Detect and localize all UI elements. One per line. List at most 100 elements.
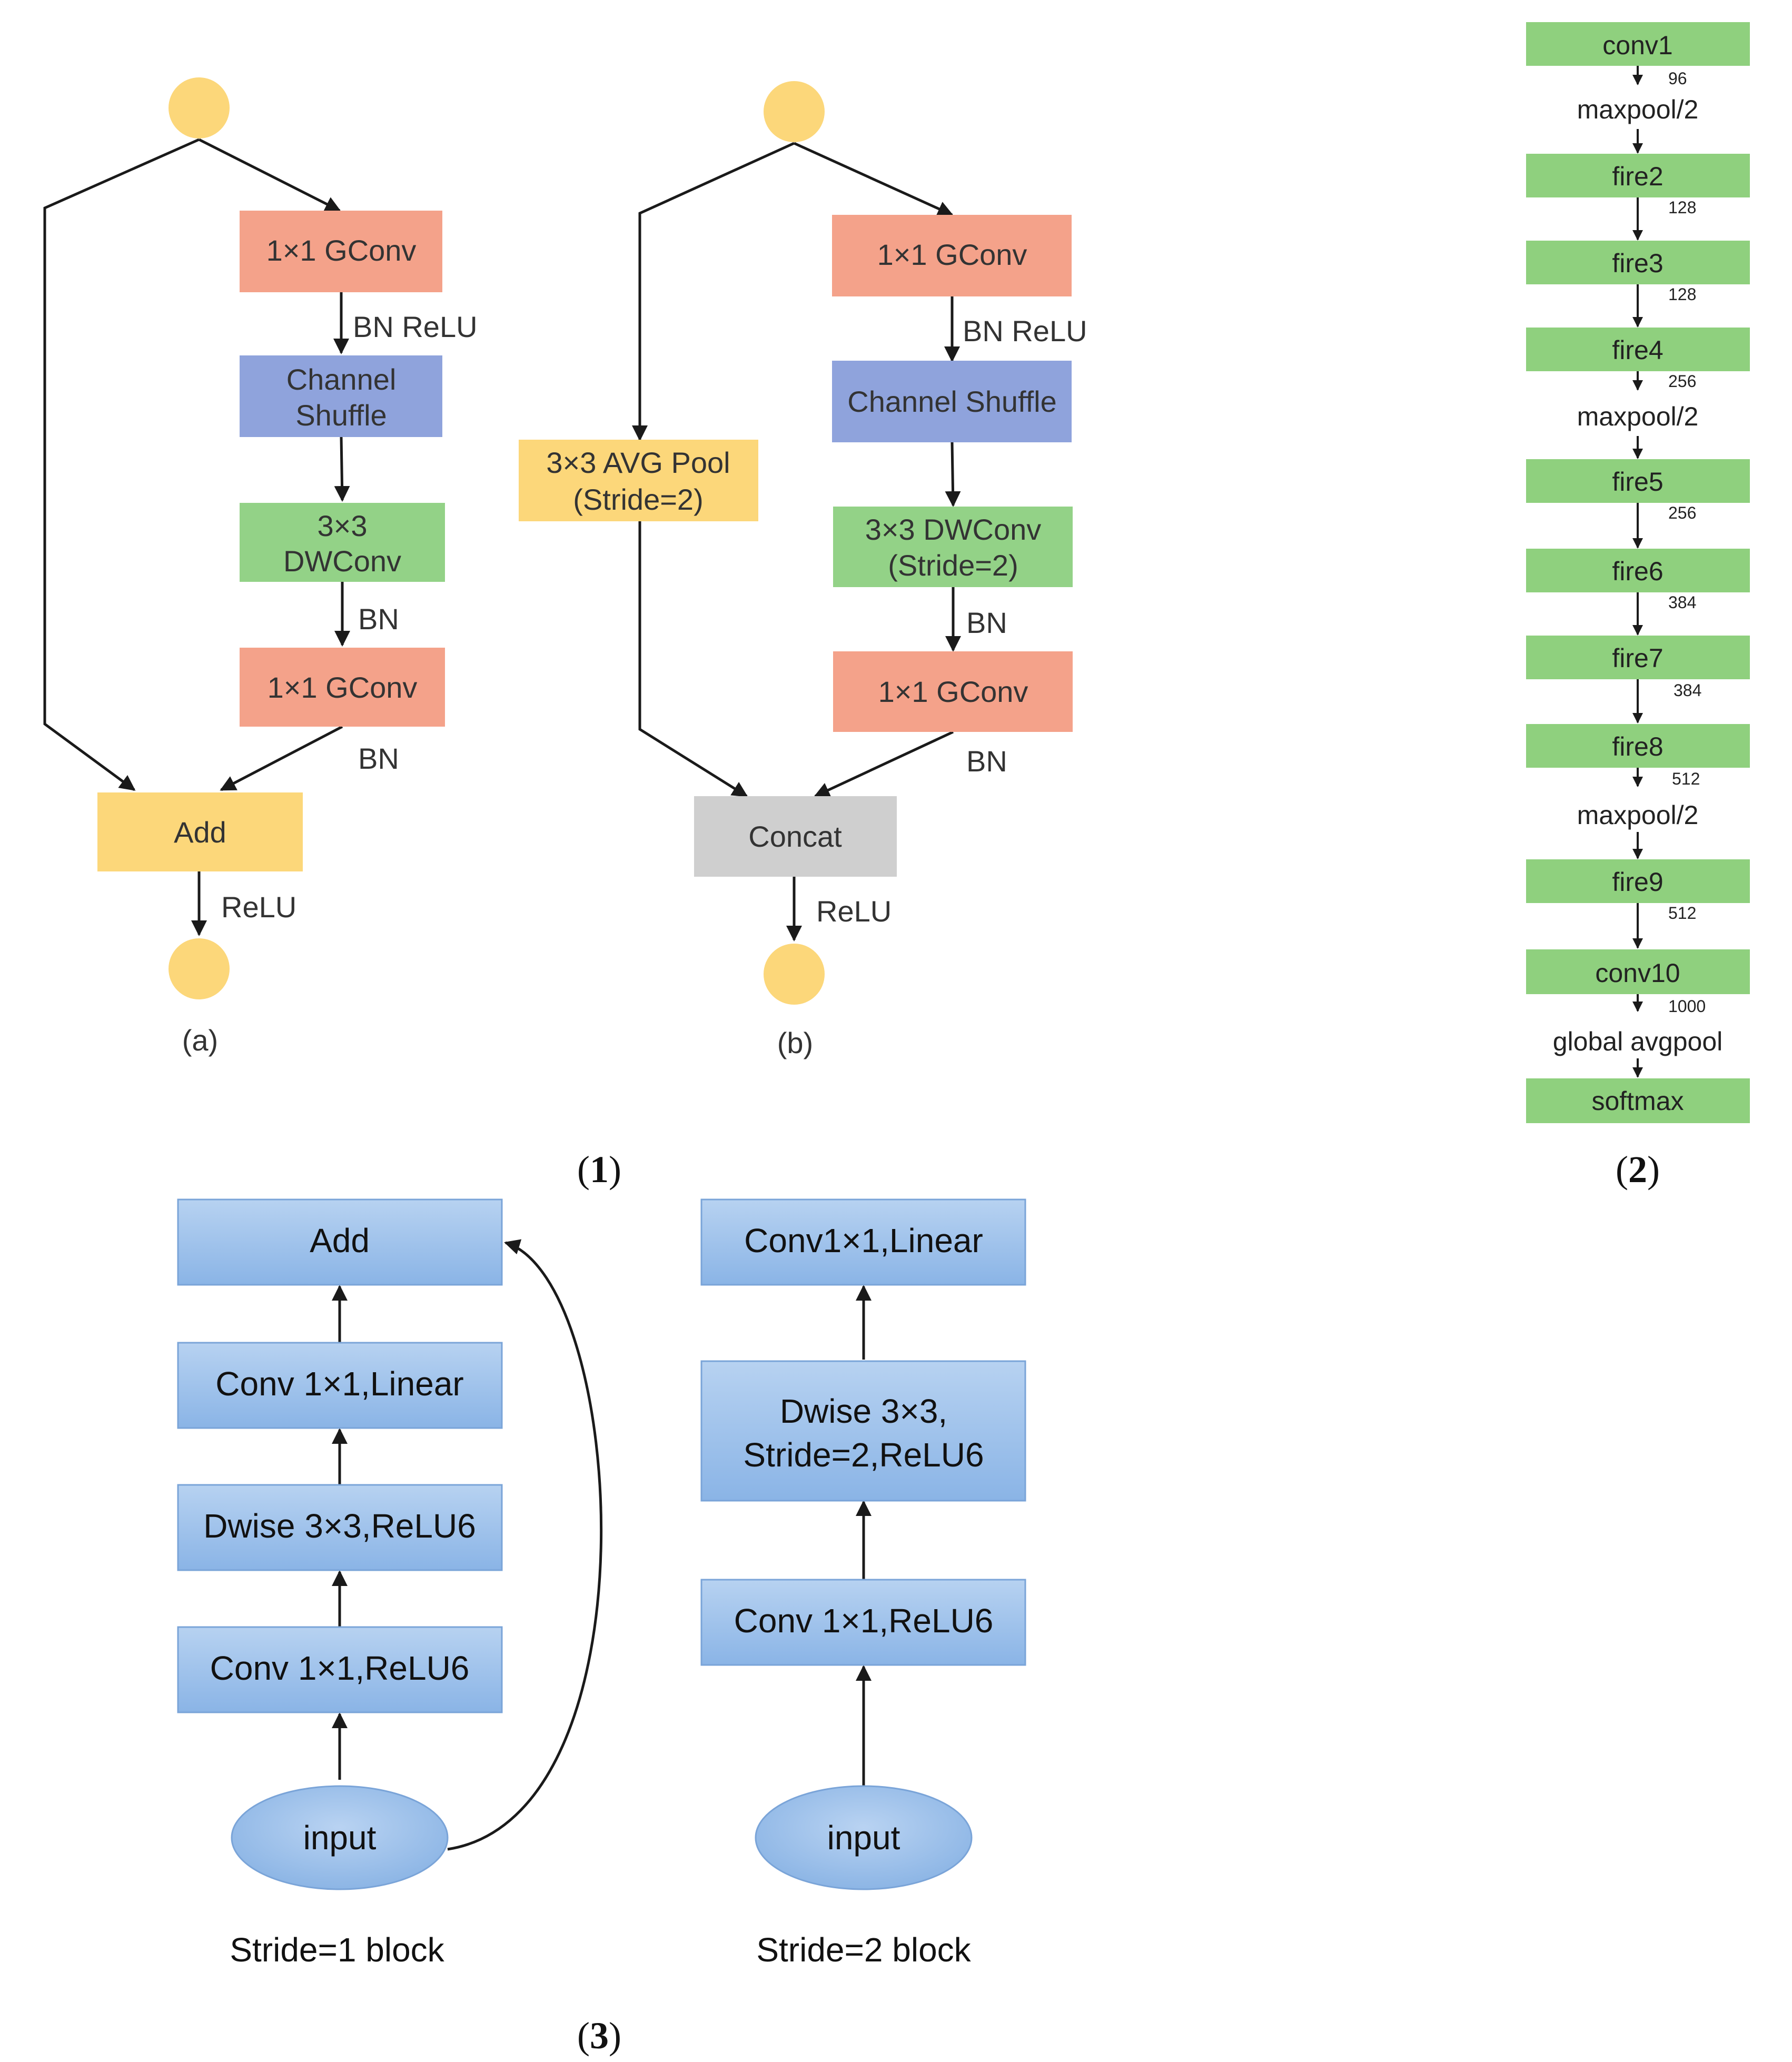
s1-input-text: input	[303, 1819, 377, 1857]
sq-fire6-text: fire6	[1612, 557, 1663, 586]
mobilenet-stride1-block: Add Conv 1×1,Linear Dwise 3×3,ReLU6 Conv…	[177, 1198, 603, 1969]
sq-c256a: 256	[1668, 372, 1696, 391]
shuffle-text-a-2: Shuffle	[295, 399, 387, 432]
s2-dwise-text-1: Dwise 3×3,	[780, 1392, 947, 1430]
sq-fire7-text: fire7	[1612, 643, 1663, 673]
bn-mid-label-b: BN	[966, 606, 1007, 639]
concat-box-b	[694, 796, 897, 877]
dwconv-box-b	[833, 507, 1073, 587]
edge-b-pool-concat	[638, 521, 748, 798]
s2-input-text: input	[827, 1819, 900, 1857]
panel-label-1: (1)	[577, 1148, 621, 1191]
sq-c512a: 512	[1672, 769, 1700, 788]
sq-fire7-box	[1526, 636, 1750, 679]
edge-b-to-pool	[632, 142, 795, 441]
sq-softmax-box	[1526, 1078, 1750, 1123]
add-text-a: Add	[174, 816, 226, 849]
edge-b-gconv-concat	[814, 730, 954, 798]
gconv-top-box-b	[832, 215, 1072, 296]
sq-c384a: 384	[1668, 593, 1696, 612]
sq-c128a: 128	[1668, 198, 1696, 217]
sq-fire9-box	[1526, 859, 1750, 903]
sq-fire6-box	[1526, 549, 1750, 592]
bn-bottom-label-a: BN	[358, 742, 399, 775]
s1-add-text: Add	[310, 1222, 370, 1260]
s1-add-box	[177, 1198, 503, 1286]
bn-mid-label-a: BN	[358, 602, 399, 636]
caption-b: (b)	[777, 1026, 813, 1059]
sq-c256b: 256	[1668, 503, 1696, 522]
gconv-bottom-text-a: 1×1 GConv	[268, 671, 418, 704]
s1-conv-relu6-box	[177, 1626, 503, 1713]
sq-fire3-text: fire3	[1612, 249, 1663, 278]
dwconv-box-a	[240, 503, 445, 582]
pool-text-b-2: (Stride=2)	[573, 483, 703, 516]
s2-caption: Stride=2 block	[756, 1931, 971, 1969]
sq-maxpool-2: maxpool/2	[1577, 402, 1699, 431]
s1-conv-linear-box	[177, 1342, 503, 1429]
s2-input-node	[755, 1785, 973, 1890]
input-node-b	[764, 81, 825, 142]
relu-label-a: ReLU	[221, 890, 296, 924]
sq-conv1-text: conv1	[1602, 31, 1672, 60]
concat-text-b: Concat	[748, 820, 842, 853]
s1-dwise-text: Dwise 3×3,ReLU6	[203, 1507, 476, 1545]
pool-text-b-1: 3×3 AVG Pool	[546, 446, 730, 479]
sq-maxpool-1: maxpool/2	[1577, 95, 1699, 124]
sq-fire2-text: fire2	[1612, 162, 1663, 191]
sq-maxpool-3: maxpool/2	[1577, 800, 1699, 830]
panel-label-3: (3)	[577, 2015, 621, 2057]
add-box-a	[97, 792, 303, 871]
gconv-bottom-text-b: 1×1 GConv	[878, 675, 1028, 708]
sq-conv1-box	[1526, 22, 1750, 66]
sq-c96: 96	[1668, 69, 1687, 88]
s2-conv-relu6-text: Conv 1×1,ReLU6	[734, 1602, 994, 1640]
s1-input-node	[231, 1785, 449, 1890]
s2-conv-linear-text: Conv1×1,Linear	[744, 1222, 983, 1260]
edge-b-shuffle-dw	[945, 442, 961, 507]
s2-dwise-text-2: Stride=2,ReLU6	[743, 1436, 984, 1474]
gconv-top-box-a	[240, 211, 442, 292]
dwconv-text-a-2: DWConv	[283, 544, 401, 578]
panel-label-2: (2)	[1616, 1148, 1660, 1191]
sq-fire5-box	[1526, 459, 1750, 503]
sq-fire5-text: fire5	[1612, 467, 1663, 497]
edge-a-to-gconv	[198, 138, 341, 212]
edge-a-shuffle-dw	[334, 437, 350, 502]
gconv-bottom-box-b	[833, 651, 1073, 732]
sq-c128b: 128	[1668, 285, 1696, 304]
sq-gap: global avgpool	[1553, 1027, 1723, 1056]
sq-fire2-box	[1526, 154, 1750, 197]
pool-box-b	[519, 440, 758, 521]
s2-conv-linear-box	[700, 1198, 1026, 1286]
shufflenet-unit-a	[43, 77, 350, 999]
s2-conv-relu6-box	[700, 1579, 1026, 1666]
shuffle-box-b	[832, 361, 1072, 442]
gconv-top-text-b: 1×1 GConv	[877, 238, 1027, 271]
s1-conv-linear-text: Conv 1×1,Linear	[215, 1365, 463, 1403]
s1-residual-edge	[447, 1239, 603, 1851]
bn-relu-label-b: BN ReLU	[963, 314, 1087, 348]
s1-dwise-box	[177, 1484, 503, 1571]
sq-fire9-text: fire9	[1612, 867, 1663, 897]
shufflenet-unit-b	[632, 81, 961, 1005]
bn-relu-label-a: BN ReLU	[353, 310, 478, 343]
s2-dwise-box	[700, 1360, 1026, 1502]
s1-caption: Stride=1 block	[230, 1931, 444, 1969]
input-node-a	[169, 77, 230, 138]
sq-c384b: 384	[1674, 681, 1701, 700]
shufflenet-unit-b-boxes: 1×1 GConv BN ReLU Channel Shuffle 3×3 AV…	[519, 215, 1087, 1059]
edge-a-gconv-add	[220, 725, 343, 791]
output-node-a	[169, 938, 230, 999]
dwconv-text-a-1: 3×3	[318, 509, 368, 542]
sq-fire8-text: fire8	[1612, 732, 1663, 761]
sq-fire8-box	[1526, 724, 1750, 768]
sq-fire4-text: fire4	[1612, 335, 1663, 365]
caption-a: (a)	[182, 1024, 218, 1057]
s1-conv-relu6-text: Conv 1×1,ReLU6	[210, 1649, 470, 1687]
sq-softmax-text: softmax	[1591, 1086, 1684, 1116]
relu-label-b: ReLU	[816, 895, 892, 928]
sq-c1000: 1000	[1668, 997, 1706, 1016]
shuffle-text-a-1: Channel	[286, 363, 397, 396]
